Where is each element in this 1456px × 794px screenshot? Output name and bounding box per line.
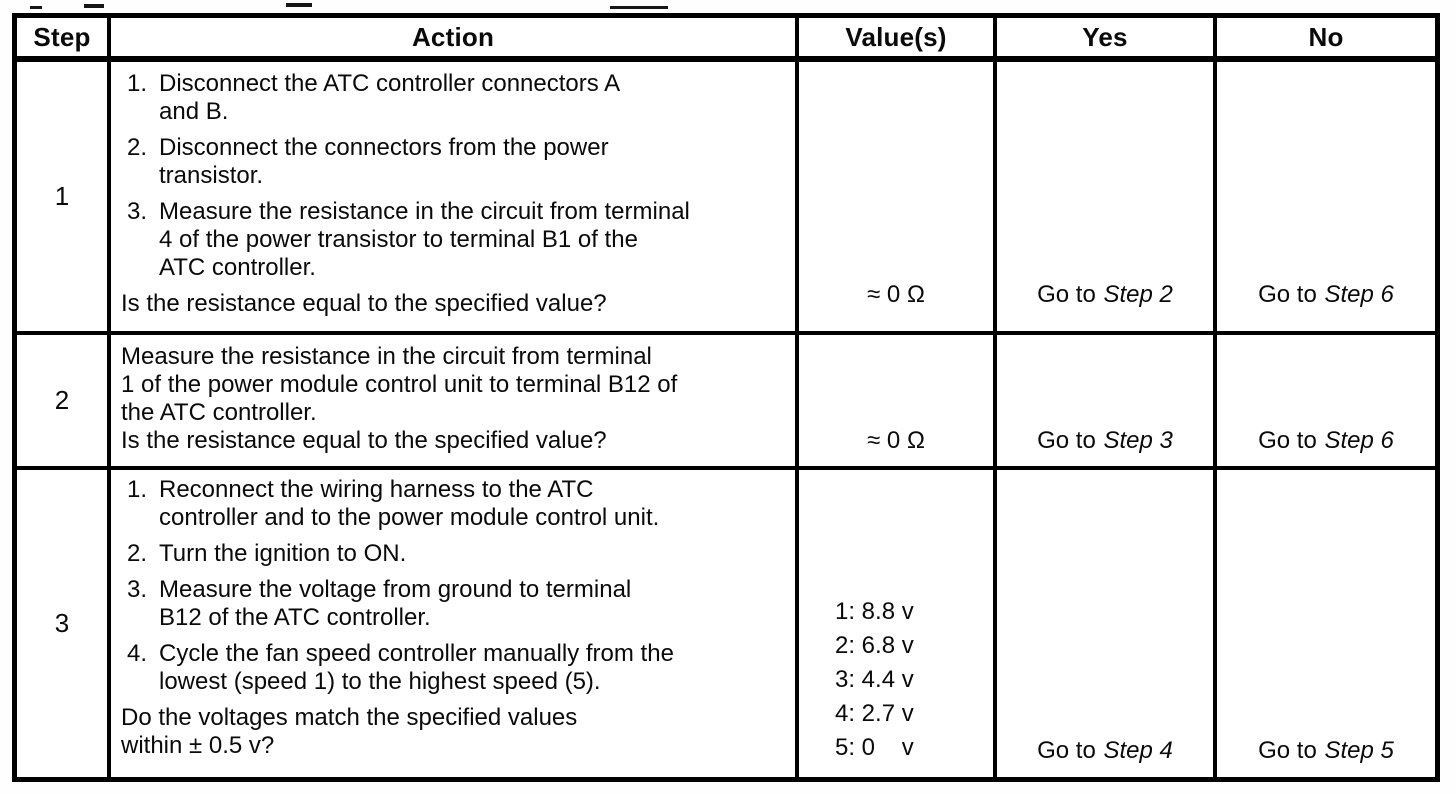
step-reference: Step 4 — [1103, 737, 1173, 764]
action-item-number: 1. — [127, 476, 148, 503]
action-question: Is the resistance equal to the specified… — [121, 290, 607, 317]
scan-artifact — [30, 6, 42, 9]
action-item: 1. Reconnect the wiring harness to the A… — [127, 476, 787, 532]
scan-artifact — [286, 3, 312, 7]
action-item-text: Turn the ignition to ON. — [159, 540, 407, 567]
value-text: ≈ 0 Ω — [867, 281, 925, 308]
action-item: 1. Disconnect the ATC controller connect… — [127, 70, 787, 126]
action-paragraph: Measure the resistance in the circuit fr… — [121, 343, 678, 426]
value-line: 5: 0 v — [835, 734, 914, 761]
header-cell-no: No — [1217, 18, 1435, 62]
step-2-value-cell: ≈ 0 Ω — [799, 335, 997, 470]
diagnostic-steps-table: Step Action Value(s) Yes No 1 1. Disconn… — [12, 13, 1440, 782]
value-text: ≈ 0 Ω — [867, 427, 925, 454]
action-item-number: 1. — [127, 70, 148, 97]
value-line: 3: 4.4 v — [835, 666, 914, 693]
step-number: 3 — [54, 608, 70, 638]
action-item: 3. Measure the resistance in the circuit… — [127, 198, 787, 282]
header-cell-action: Action — [111, 18, 799, 62]
action-item-number: 2. — [127, 134, 148, 161]
header-cell-yes: Yes — [997, 18, 1217, 62]
action-item: 2. Turn the ignition to ON. — [127, 540, 787, 568]
value-line: 2: 6.8 v — [835, 632, 914, 659]
action-item: 4. Cycle the fan speed controller manual… — [127, 640, 787, 696]
step-3-number-cell: 3 — [17, 470, 111, 777]
step-reference: Step 5 — [1324, 737, 1394, 764]
value-line: 4: 2.7 v — [835, 700, 914, 727]
action-item: 2. Disconnect the connectors from the po… — [127, 134, 787, 190]
action-item-text: Measure the voltage from ground to termi… — [159, 576, 632, 631]
step-reference: Step 2 — [1103, 281, 1173, 308]
step-number: 2 — [54, 385, 70, 415]
header-label-step: Step — [33, 21, 91, 52]
action-item-number: 4. — [127, 640, 148, 667]
step-1-value-cell: ≈ 0 Ω — [799, 62, 997, 335]
value-line: 1: 8.8 v — [835, 598, 914, 625]
header-cell-values: Value(s) — [799, 18, 997, 62]
step-reference: Step 3 — [1103, 427, 1173, 454]
action-question: Is the resistance equal to the specified… — [121, 427, 607, 454]
scan-artifact — [610, 6, 668, 9]
scan-artifact — [84, 4, 104, 8]
step-reference: Step 6 — [1324, 281, 1394, 308]
action-item-number: 3. — [127, 198, 148, 225]
action-item: 3. Measure the voltage from ground to te… — [127, 576, 787, 632]
action-item-text: Disconnect the ATC controller connectors… — [159, 70, 621, 125]
step-2-action-cell: Measure the resistance in the circuit fr… — [111, 335, 799, 470]
header-label-no: No — [1308, 21, 1344, 52]
header-label-action: Action — [411, 21, 495, 52]
header-label-yes: Yes — [1082, 21, 1128, 52]
action-item-number: 3. — [127, 576, 148, 603]
step-1-number-cell: 1 — [17, 62, 111, 335]
step-number: 1 — [54, 181, 70, 211]
action-item-text: Disconnect the connectors from the power… — [159, 134, 609, 189]
action-item-text: Measure the resistance in the circuit fr… — [159, 198, 690, 281]
step-2-number-cell: 2 — [17, 335, 111, 470]
step-reference: Step 6 — [1324, 427, 1394, 454]
action-item-text: Cycle the fan speed controller manually … — [159, 640, 674, 695]
step-3-action-cell: 1. Reconnect the wiring harness to the A… — [111, 470, 799, 777]
header-cell-step: Step — [17, 18, 111, 62]
step-1-action-cell: 1. Disconnect the ATC controller connect… — [111, 62, 799, 335]
step-3-value-cell: 1: 8.8 v 2: 6.8 v 3: 4.4 v 4: 2.7 v 5: 0… — [799, 470, 997, 777]
header-label-values: Value(s) — [845, 21, 947, 52]
action-question: Do the voltages match the specified valu… — [121, 704, 578, 759]
action-item-text: Reconnect the wiring harness to the ATC … — [159, 476, 660, 531]
action-item-number: 2. — [127, 540, 148, 567]
